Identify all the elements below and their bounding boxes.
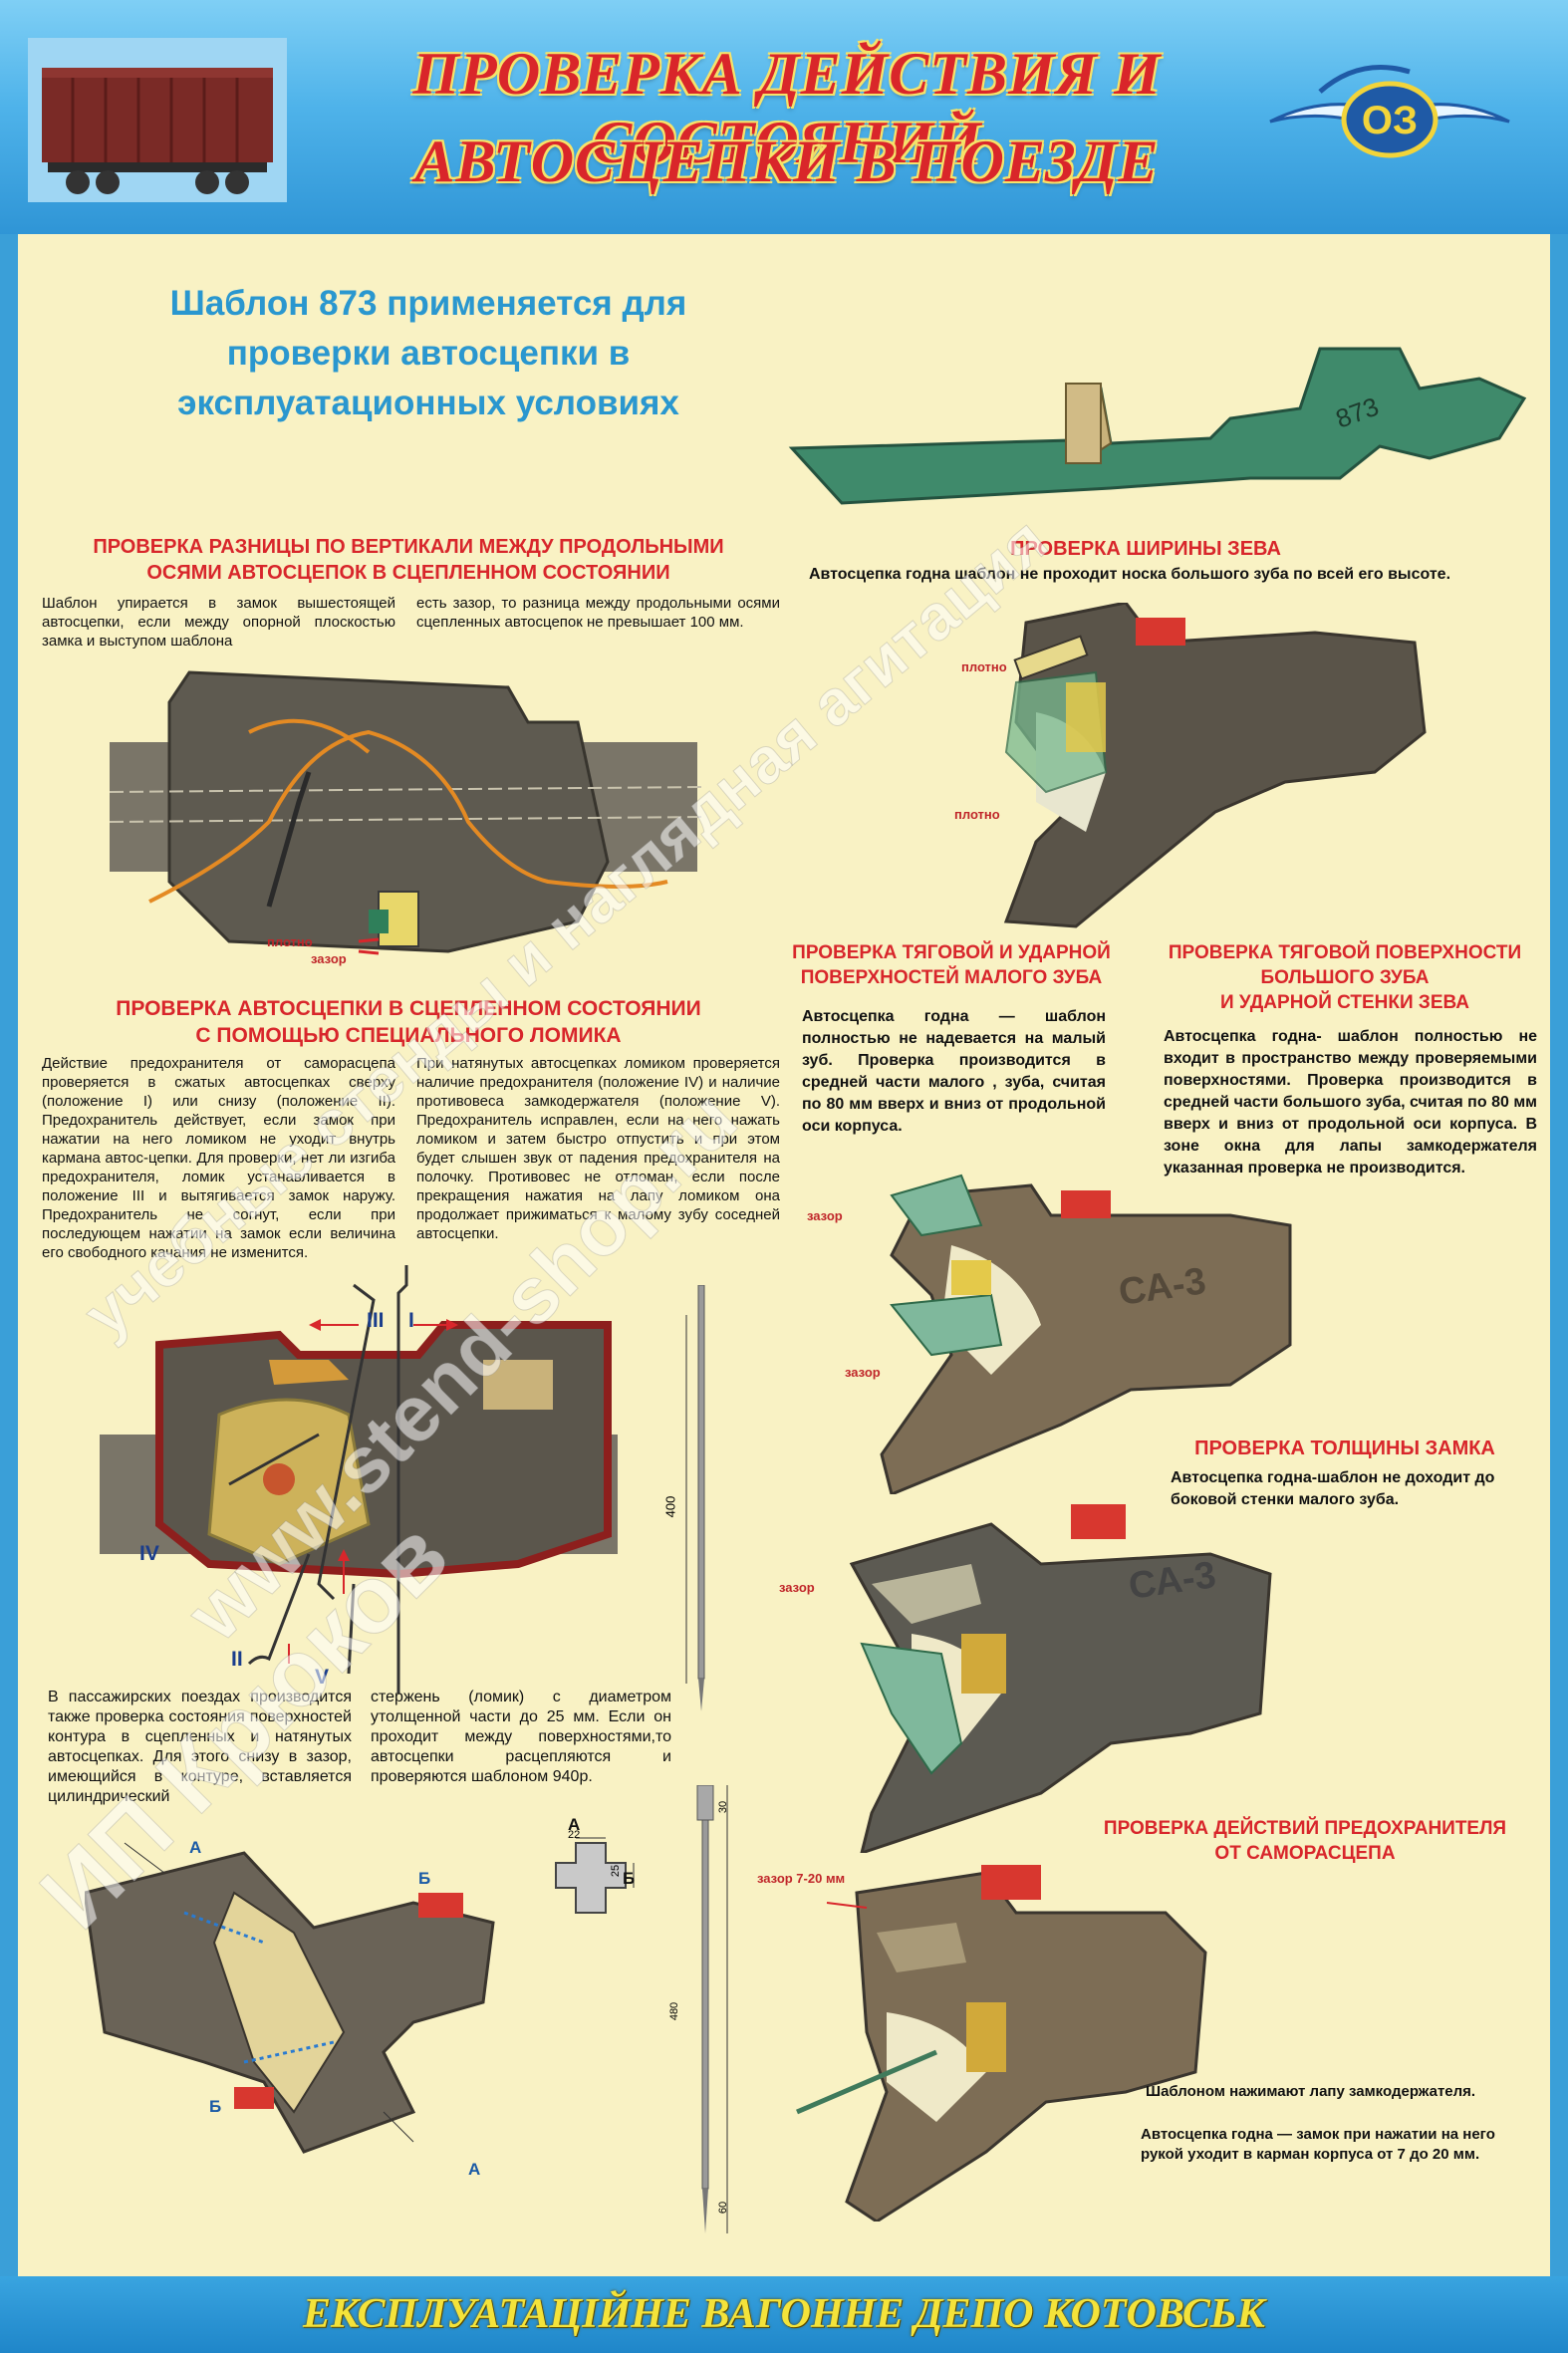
coupler-lock-image: СА-3 — [812, 1484, 1290, 1853]
intro-line2: проверки автосцепки в — [226, 334, 631, 373]
sec-small-tooth-title-line1: ПРОВЕРКА ТЯГОВОЙ И УДАРНОЙ — [792, 942, 1111, 963]
coupler-tooth-image: СА-3 — [832, 1156, 1300, 1494]
sec-lock-title: ПРОВЕРКА ТОЛЩИНЫ ЗАМКА — [1194, 1438, 1495, 1459]
lever-position-I: I — [408, 1309, 414, 1332]
intro-line1: Шаблон 873 применяется для — [169, 284, 687, 323]
sec-small-tooth-title-line2: ПОВЕРХНОСТЕЙ МАЛОГО ЗУБА — [800, 967, 1103, 988]
sec-lever-title-line2: С ПОМОЩЬЮ СПЕЦИАЛЬНОГО ЛОМИКА — [195, 1024, 622, 1047]
sec-width-label-tight-bottom: плотно — [954, 807, 1000, 822]
lever-position-II: II — [231, 1648, 243, 1671]
contour-section-A-top: А — [189, 1838, 202, 1857]
cross-section-label-B: Б — [623, 1869, 636, 1888]
rod-cross-section — [546, 1818, 655, 1928]
sec-width-label-tight-top: плотно — [961, 659, 1007, 674]
sec-passenger-text-col2: стержень (ломик) с диаметром утолщенной … — [371, 1689, 671, 1785]
railway-logo: ОЗ — [1260, 52, 1519, 181]
passenger-rod-drawing — [687, 1785, 737, 2238]
sec-safety-text1: Шаблоном нажимают лапу замкодержателя. — [1146, 2083, 1476, 2100]
sec-lock-text: Автосцепка годна-шаблон не доходит до бо… — [1171, 1469, 1495, 1508]
sec-vertical-text-col1: Шаблон упирается в замок вышестоящей авт… — [42, 595, 395, 650]
sec-width-text: Автосцепка годна шаблон не проходит носк… — [809, 566, 1451, 583]
sec-big-tooth-text: Автосцепка годна- шаблон полностью не вх… — [1164, 1028, 1537, 1176]
sec-passenger-text-col1: В пассажирских поездах производится такж… — [48, 1689, 352, 1805]
sec-big-tooth-title-line3: И УДАРНОЙ СТЕНКИ ЗЕВА — [1219, 992, 1469, 1013]
wagon-image — [28, 38, 287, 202]
coupler-width-image — [956, 603, 1435, 931]
contour-section-B-bottom: Б — [209, 2097, 222, 2116]
sec-width-title: ПРОВЕРКА ШИРИНЫ ЗЕВА — [1010, 538, 1281, 560]
sec-safety-title-line2: ОТ САМОРАСЦЕПА — [1214, 1843, 1396, 1864]
lever-rod-drawing — [682, 1285, 722, 1713]
coupler-contour-image — [85, 1833, 623, 2172]
sec-vertical-label-tight: плотно — [267, 934, 313, 949]
poster-title-line1: ПРОВЕРКА ДЕЙСТВИЯ И СОСТОЯНИЙ — [412, 41, 1162, 175]
intro-line3: эксплуатационных условиях — [177, 384, 679, 422]
sec-big-tooth-gap1: зазор — [807, 1208, 843, 1223]
coupler-lever-image — [100, 1265, 638, 1634]
sec-big-tooth-title-line2: БОЛЬШОГО ЗУБА — [1260, 967, 1430, 988]
sec-small-tooth-text: Автосцепка годна — шаблон полностью не н… — [802, 1008, 1106, 1135]
passenger-rod-dim-480: 480 — [668, 2001, 681, 2021]
sec-lever-title-line1: ПРОВЕРКА АВТОСЦЕПКИ В СЦЕПЛЕННОМ СОСТОЯН… — [116, 997, 701, 1020]
logo-text: ОЗ — [1362, 99, 1418, 142]
footer-banner: ЕКСПЛУАТАЦІЙНЕ ВАГОННЕ ДЕПО КОТОВСЬК — [0, 2276, 1568, 2353]
sec-safety-gap: зазор 7-20 мм — [757, 1871, 846, 1886]
sec-vertical-label-gap: зазор — [311, 951, 347, 966]
sec-safety-title-line1: ПРОВЕРКА ДЕЙСТВИЙ ПРЕДОХРАНИТЕЛЯ — [1103, 1818, 1507, 1839]
coupler-vertical-image — [110, 662, 717, 961]
lever-position-IV: IV — [139, 1542, 159, 1565]
sec-big-tooth-gap2: зазор — [845, 1365, 881, 1380]
sec-lever-text-col2: При натянутых автосцепках ломиком провер… — [416, 1055, 780, 1242]
sec-vertical-title-line2: ОСЯМИ АВТОСЦЕПОК В СЦЕПЛЕННОМ СОСТОЯНИИ — [146, 562, 670, 584]
contour-section-B-top: Б — [418, 1869, 431, 1888]
passenger-rod-dim-60: 60 — [717, 2201, 730, 2215]
sec-big-tooth-title-line1: ПРОВЕРКА ТЯГОВОЙ ПОВЕРХНОСТИ — [1168, 942, 1522, 963]
lever-position-III: III — [367, 1309, 385, 1332]
sec-vertical-text-col2: есть зазор, то разница между продольными… — [416, 595, 780, 631]
cross-section-label-A: А — [568, 1815, 581, 1834]
footer-text: ЕКСПЛУАТАЦІЙНЕ ВАГОННЕ ДЕПО КОТОВСЬК — [302, 2291, 1266, 2337]
lever-rods-overlay — [149, 1255, 568, 1703]
coupler-safety-image — [787, 1853, 1265, 2222]
sec-lock-gap: зазор — [779, 1580, 815, 1595]
passenger-rod-dim-30: 30 — [717, 1800, 730, 1814]
template-873-image: 873 — [782, 329, 1539, 518]
sec-safety-text2: Автосцепка годна — замок при нажатии на … — [1141, 2126, 1495, 2163]
contour-section-A-bottom: А — [468, 2160, 481, 2179]
poster-title-line2: АВТОСЦЕПКИ В ПОЕЗДЕ — [414, 129, 1160, 194]
lever-rod-length: 400 — [662, 1495, 678, 1518]
header-banner: ПРОВЕРКА ДЕЙСТВИЯ И СОСТОЯНИЙ АВТОСЦЕПКИ… — [0, 0, 1568, 234]
cross-section-dim-22: 22 — [568, 1829, 581, 1841]
sec-vertical-title-line1: ПРОВЕРКА РАЗНИЦЫ ПО ВЕРТИКАЛИ МЕЖДУ ПРОД… — [93, 536, 724, 558]
lever-position-V: V — [315, 1666, 330, 1689]
cross-section-dim-25: 25 — [610, 1864, 623, 1878]
sec-lever-text-col1: Действие предохранителя от саморасцепа п… — [42, 1055, 395, 1261]
